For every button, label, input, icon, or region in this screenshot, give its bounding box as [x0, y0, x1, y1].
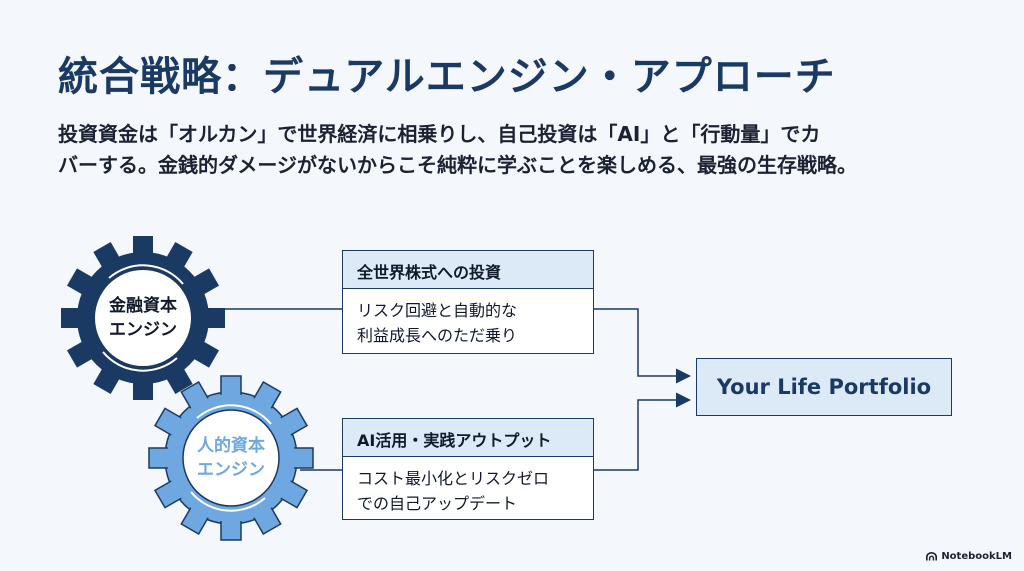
ai-practice-output-body: コスト最小化とリスクゼロ での自己アップデート — [342, 456, 594, 520]
notebooklm-brand: NotebookLM — [926, 551, 1012, 562]
box-2-body-line-1: コスト最小化とリスクゼロ — [357, 469, 550, 488]
ai-practice-output-header: AI活用・実践アウトプット — [342, 418, 594, 458]
financial-capital-engine-label: 金融資本 エンジン — [88, 294, 198, 342]
description-line-2: バーする。金銭的ダメージがないからこそ純粋に学ぶことを楽しめる、最強の生存戦略。 — [58, 153, 857, 177]
box-1-body-line-2: 利益成長へのただ乗り — [357, 326, 518, 345]
connector-box2-portfolio — [594, 392, 691, 471]
human-capital-gear — [148, 375, 314, 541]
engine-2-line-1: 人的資本 — [197, 436, 265, 456]
description-line-1: 投資資金は「オルカン」で世界経済に相乗りし、自己投資は「AI」と「行動量」でカ — [58, 122, 821, 146]
global-stock-investment-body: リスク回避と自動的な 利益成長へのただ乗り — [342, 288, 594, 354]
box-2-body-line-2: での自己アップデート — [357, 494, 518, 513]
page-title: 統合戦略：デュアルエンジン・アプローチ — [58, 54, 836, 100]
life-portfolio-box: Your Life Portfolio — [696, 358, 952, 416]
financial-capital-gear — [61, 236, 225, 400]
engine-2-line-2: エンジン — [197, 460, 265, 480]
description: 投資資金は「オルカン」で世界経済に相乗りし、自己投資は「AI」と「行動量」でカ … — [58, 119, 978, 181]
engine-1-line-2: エンジン — [109, 320, 177, 340]
notebooklm-logo-icon — [926, 552, 938, 561]
brand-label: NotebookLM — [941, 551, 1012, 562]
connector-box1-portfolio — [594, 308, 691, 384]
box-1-body-line-1: リスク回避と自動的な — [357, 301, 518, 320]
human-capital-engine-label: 人的資本 エンジン — [176, 434, 286, 482]
engine-1-line-1: 金融資本 — [109, 296, 177, 316]
global-stock-investment-header: 全世界株式への投資 — [342, 250, 594, 290]
